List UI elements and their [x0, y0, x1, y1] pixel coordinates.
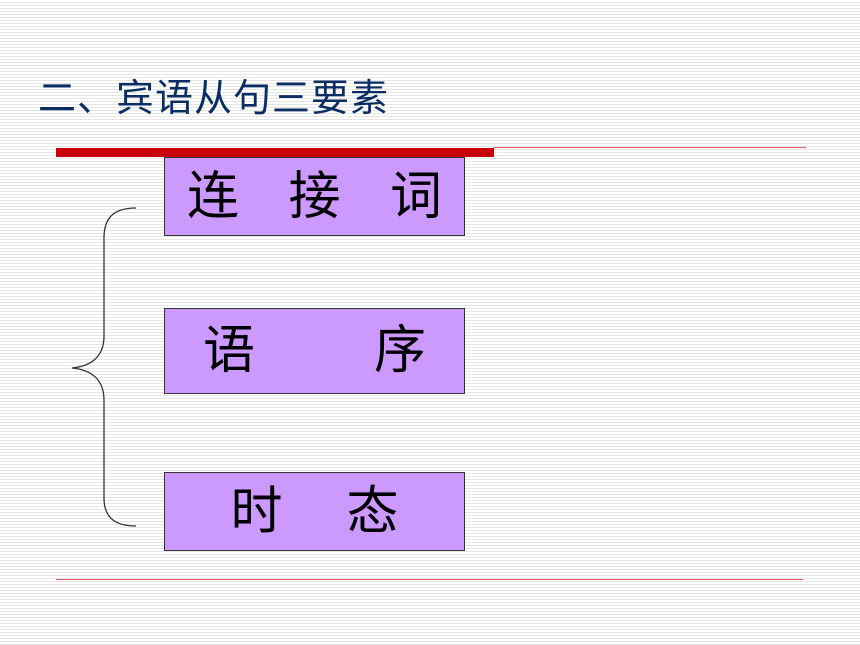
element-char: 词	[389, 166, 442, 227]
bottom-rule	[56, 579, 803, 580]
element-char: 态	[346, 481, 399, 542]
element-box-tense: 时 态	[164, 472, 465, 551]
element-char: 语	[203, 321, 256, 381]
title-thin-rule	[494, 147, 806, 148]
curly-brace-icon	[71, 207, 137, 527]
element-box-word-order: 语 序	[164, 308, 465, 394]
element-char: 接	[288, 166, 341, 227]
element-box-connective: 连 接 词	[164, 157, 465, 236]
element-char: 连	[187, 166, 240, 227]
element-char: 序	[373, 321, 426, 381]
element-box-label: 语 序	[165, 325, 464, 377]
element-box-label: 连 接 词	[165, 171, 464, 223]
title-accent-bar	[56, 148, 494, 157]
slide-title: 二、宾语从句三要素	[38, 76, 390, 120]
element-box-label: 时 态	[165, 486, 464, 538]
element-char: 时	[230, 481, 283, 542]
